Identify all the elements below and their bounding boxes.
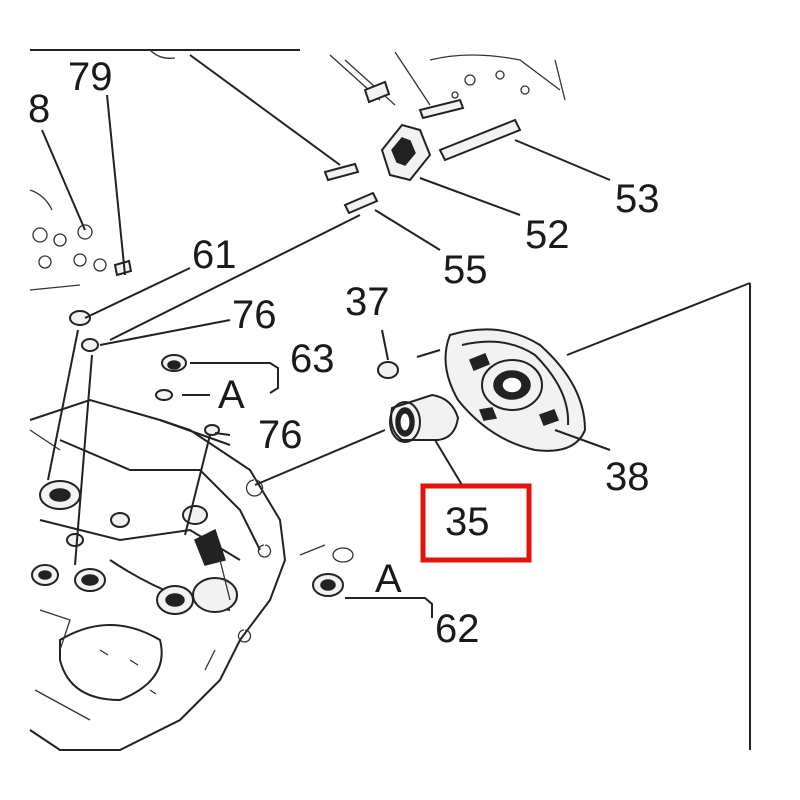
label-76-lower: 76 [258,413,303,457]
leader-lines [41,94,611,618]
label-62: 62 [435,607,480,651]
left-upper-parts [29,189,133,326]
part-62-plug [299,544,354,597]
part-38-valve-plate [444,328,587,452]
frame-lines [30,49,751,750]
label-63: 63 [290,337,335,381]
label-79: 79 [68,55,113,99]
part-labels: 8 79 61 76 63 A 76 37 53 52 55 38 35 A 6… [28,55,660,651]
label-8: 8 [28,87,50,131]
label-55: 55 [443,248,488,292]
label-61: 61 [192,233,237,277]
part-35-bushing [389,393,460,443]
label-a-lower: A [375,557,402,601]
label-37: 37 [345,280,390,324]
label-38: 38 [605,455,650,499]
label-53: 53 [615,177,660,221]
pump-body [29,398,287,751]
label-76-upper: 76 [232,293,277,337]
top-assembly [149,49,566,215]
label-a-upper: A [218,373,245,417]
part-37-pin [377,361,399,379]
bolts [47,329,221,566]
label-52: 52 [525,213,570,257]
highlight-box-35 [420,483,532,563]
label-35: 35 [445,500,490,544]
